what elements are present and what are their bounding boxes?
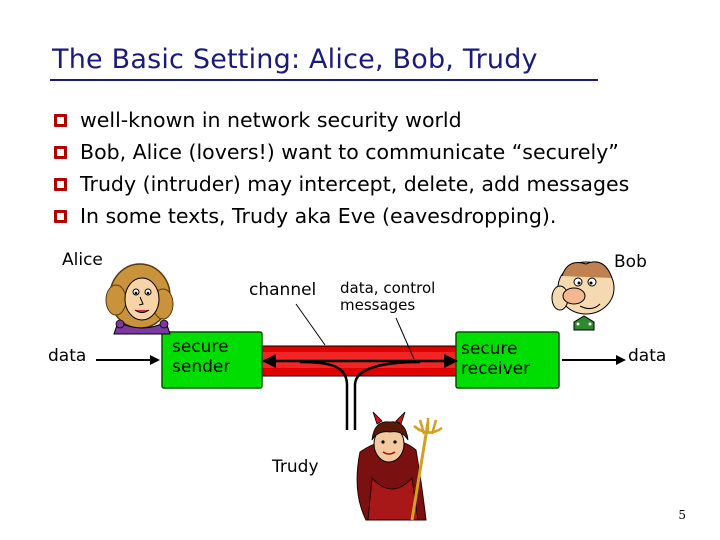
secure-sender-line2: sender [172,357,231,377]
bullet-item: Bob, Alice (lovers!) want to communicate… [54,136,629,168]
right-arrowhead-icon [444,354,458,368]
trudy-tap-lines [299,360,421,430]
bullet-text: well-known in network security world [80,108,462,132]
secure-sender-box [161,331,263,389]
channel-pointer-line [295,303,326,346]
bob-avatar-icon [551,261,615,331]
bullet-box-icon [54,210,67,223]
bullet-box-icon [54,178,67,191]
bullet-box-icon [54,114,67,127]
messages-pointer-line [395,317,415,360]
secure-receiver-line2: receiver [461,359,531,379]
alice-avatar-icon [105,263,174,335]
secure-receiver-line1: secure [461,339,518,359]
control-messages-line1: data, control [340,279,436,297]
bullet-item: Trudy (intruder) may intercept, delete, … [54,168,629,200]
control-messages-line2: messages [340,296,416,314]
bullet-text: In some texts, Trudy aka Eve (eavesdropp… [80,204,557,228]
bullet-list: well-known in network security world Bob… [54,104,629,232]
bullet-text: Bob, Alice (lovers!) want to communicate… [80,140,619,164]
bullet-item: In some texts, Trudy aka Eve (eavesdropp… [54,200,629,232]
secure-sender-line1: secure [172,337,229,357]
data-out-label: data [628,346,667,366]
alice-label: Alice [62,250,103,270]
bullet-box-icon [54,146,67,159]
bob-label: Bob [614,252,647,272]
data-in-label: data [48,346,87,366]
left-arrowhead-icon [262,354,276,368]
trudy-avatar-icon [356,411,443,521]
control-messages-label: data, control messages [340,280,435,314]
trudy-label: Trudy [272,457,319,477]
channel-label: channel [249,280,317,300]
secure-sender-label: secure sender [172,337,230,377]
title-underline [50,79,598,81]
slide-title: The Basic Setting: Alice, Bob, Trudy [52,44,538,75]
bullet-item: well-known in network security world [54,104,629,136]
page-number: 5 [678,508,686,522]
secure-receiver-label: secure receiver [461,339,530,379]
bullet-text: Trudy (intruder) may intercept, delete, … [80,172,630,196]
